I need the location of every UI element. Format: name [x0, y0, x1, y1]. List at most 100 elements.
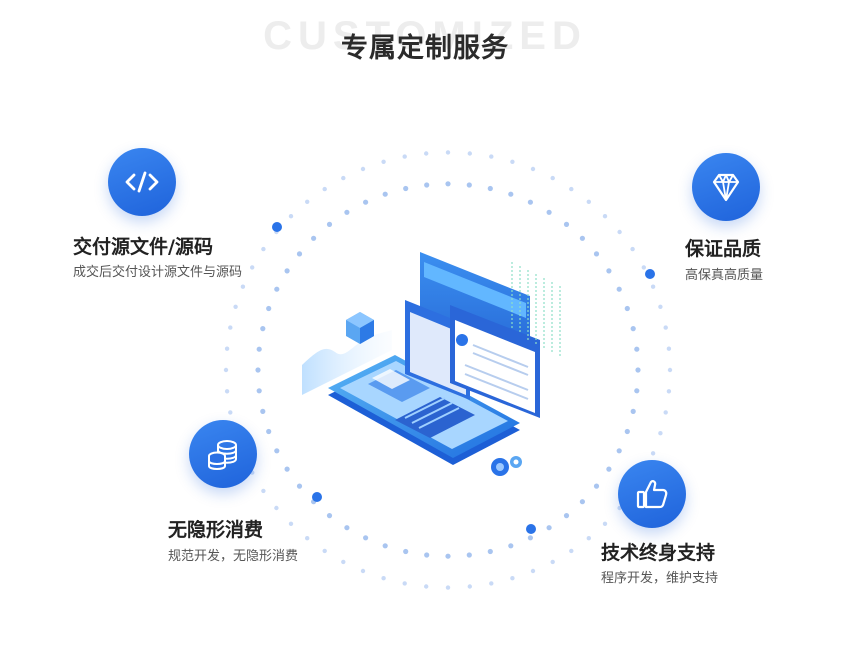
ring-dot	[341, 559, 346, 565]
ring-dot	[250, 265, 255, 270]
ring-dot	[634, 346, 640, 352]
ring-dot	[284, 268, 290, 274]
ring-dot	[424, 584, 429, 589]
feature-title-support: 技术终身支持	[601, 542, 716, 564]
ring-dot	[489, 154, 494, 159]
ring-dot	[606, 466, 612, 472]
ring-dot	[424, 182, 430, 188]
ring-dot	[510, 159, 515, 164]
ring-dot	[466, 182, 472, 188]
ring-dot	[466, 552, 472, 558]
ring-dot	[228, 325, 233, 330]
ring-dot	[530, 568, 536, 574]
ring-dot	[445, 585, 451, 590]
ring-dot	[402, 154, 407, 159]
ring-dot	[274, 505, 279, 511]
feature-title-source: 交付源文件/源码	[73, 236, 213, 258]
ring-dot	[569, 186, 574, 192]
ring-dot	[635, 367, 641, 373]
ring-dot	[487, 548, 493, 555]
ring-dot	[602, 521, 608, 526]
ring-dot	[586, 536, 591, 541]
ring-dot	[284, 466, 290, 472]
ring-dot	[467, 584, 472, 589]
ring-dot	[228, 410, 233, 415]
ring-dot	[296, 483, 303, 489]
ring-dot	[546, 525, 552, 531]
ring-dot	[550, 175, 555, 181]
ring-dot	[593, 251, 600, 257]
ring-dot	[586, 199, 591, 204]
ring-dot	[224, 389, 230, 394]
ring-dot	[261, 246, 266, 252]
ring-dot	[650, 284, 656, 289]
ring-dot	[233, 304, 238, 309]
ring-dot	[341, 175, 346, 181]
ring-dot	[606, 268, 612, 274]
ring-dot	[616, 286, 622, 292]
ring-dot	[381, 576, 386, 581]
ring-dot	[634, 388, 640, 394]
outer-dot-ring	[223, 150, 673, 590]
ring-dot	[360, 568, 366, 574]
ring-dot	[424, 552, 430, 558]
ring-dot	[344, 209, 350, 215]
ring-accent-dot	[312, 492, 322, 502]
ring-dot	[624, 428, 630, 435]
ring-dot	[445, 150, 451, 155]
ring-dot	[288, 214, 294, 219]
ring-dot	[630, 408, 636, 414]
ring-accent-dot	[526, 524, 536, 534]
ring-dot	[579, 235, 586, 241]
ring-dot	[617, 229, 622, 235]
ring-dot	[641, 265, 646, 270]
ring-accent-dot	[645, 269, 655, 279]
ring-dot	[363, 199, 369, 205]
ring-dot	[403, 548, 409, 555]
ring-dot	[260, 408, 266, 414]
ring-dot	[256, 346, 262, 352]
ring-dot	[360, 166, 366, 172]
ring-dot	[261, 488, 266, 494]
ring-dot	[256, 388, 262, 394]
ring-dot	[322, 186, 327, 192]
code-icon	[125, 171, 159, 193]
ring-dot	[510, 576, 515, 581]
thumbs-up-icon	[636, 480, 668, 509]
ring-dot	[616, 448, 622, 454]
feature-subtitle-support: 程序开发，维护支持	[601, 571, 719, 586]
coins-icon	[208, 440, 237, 470]
ring-dot	[322, 548, 327, 554]
ring-dot	[223, 367, 229, 373]
page-title: 专属定制服务	[341, 33, 509, 64]
ring-dot	[663, 410, 668, 415]
ring-dot	[663, 325, 668, 330]
ring-dot	[274, 286, 280, 292]
ring-dot	[266, 428, 272, 435]
ring-dot	[344, 525, 350, 531]
ring-dot	[305, 199, 310, 204]
ring-accent-dot	[272, 222, 282, 232]
ring-dot	[602, 214, 608, 219]
ring-dot	[260, 326, 266, 332]
ring-dot	[569, 548, 574, 554]
ring-dot	[508, 191, 514, 197]
ring-dot	[508, 543, 514, 549]
ring-dot	[563, 513, 570, 519]
ring-dot	[563, 221, 570, 227]
feature-title-quality: 保证品质	[685, 238, 762, 260]
ring-dot	[579, 499, 586, 505]
ring-dot	[527, 199, 534, 205]
ring-dot	[403, 185, 409, 192]
ring-dot	[593, 483, 600, 489]
feature-title-cost: 无隐形消费	[168, 519, 264, 541]
ring-dot	[530, 166, 536, 172]
feature-icon-cost	[189, 420, 257, 488]
ring-dot	[424, 151, 429, 156]
ring-dot	[666, 389, 672, 394]
ring-dot	[650, 451, 656, 456]
ring-dot	[527, 535, 534, 541]
feature-subtitle-cost: 规范开发，无隐形消费	[168, 549, 299, 564]
